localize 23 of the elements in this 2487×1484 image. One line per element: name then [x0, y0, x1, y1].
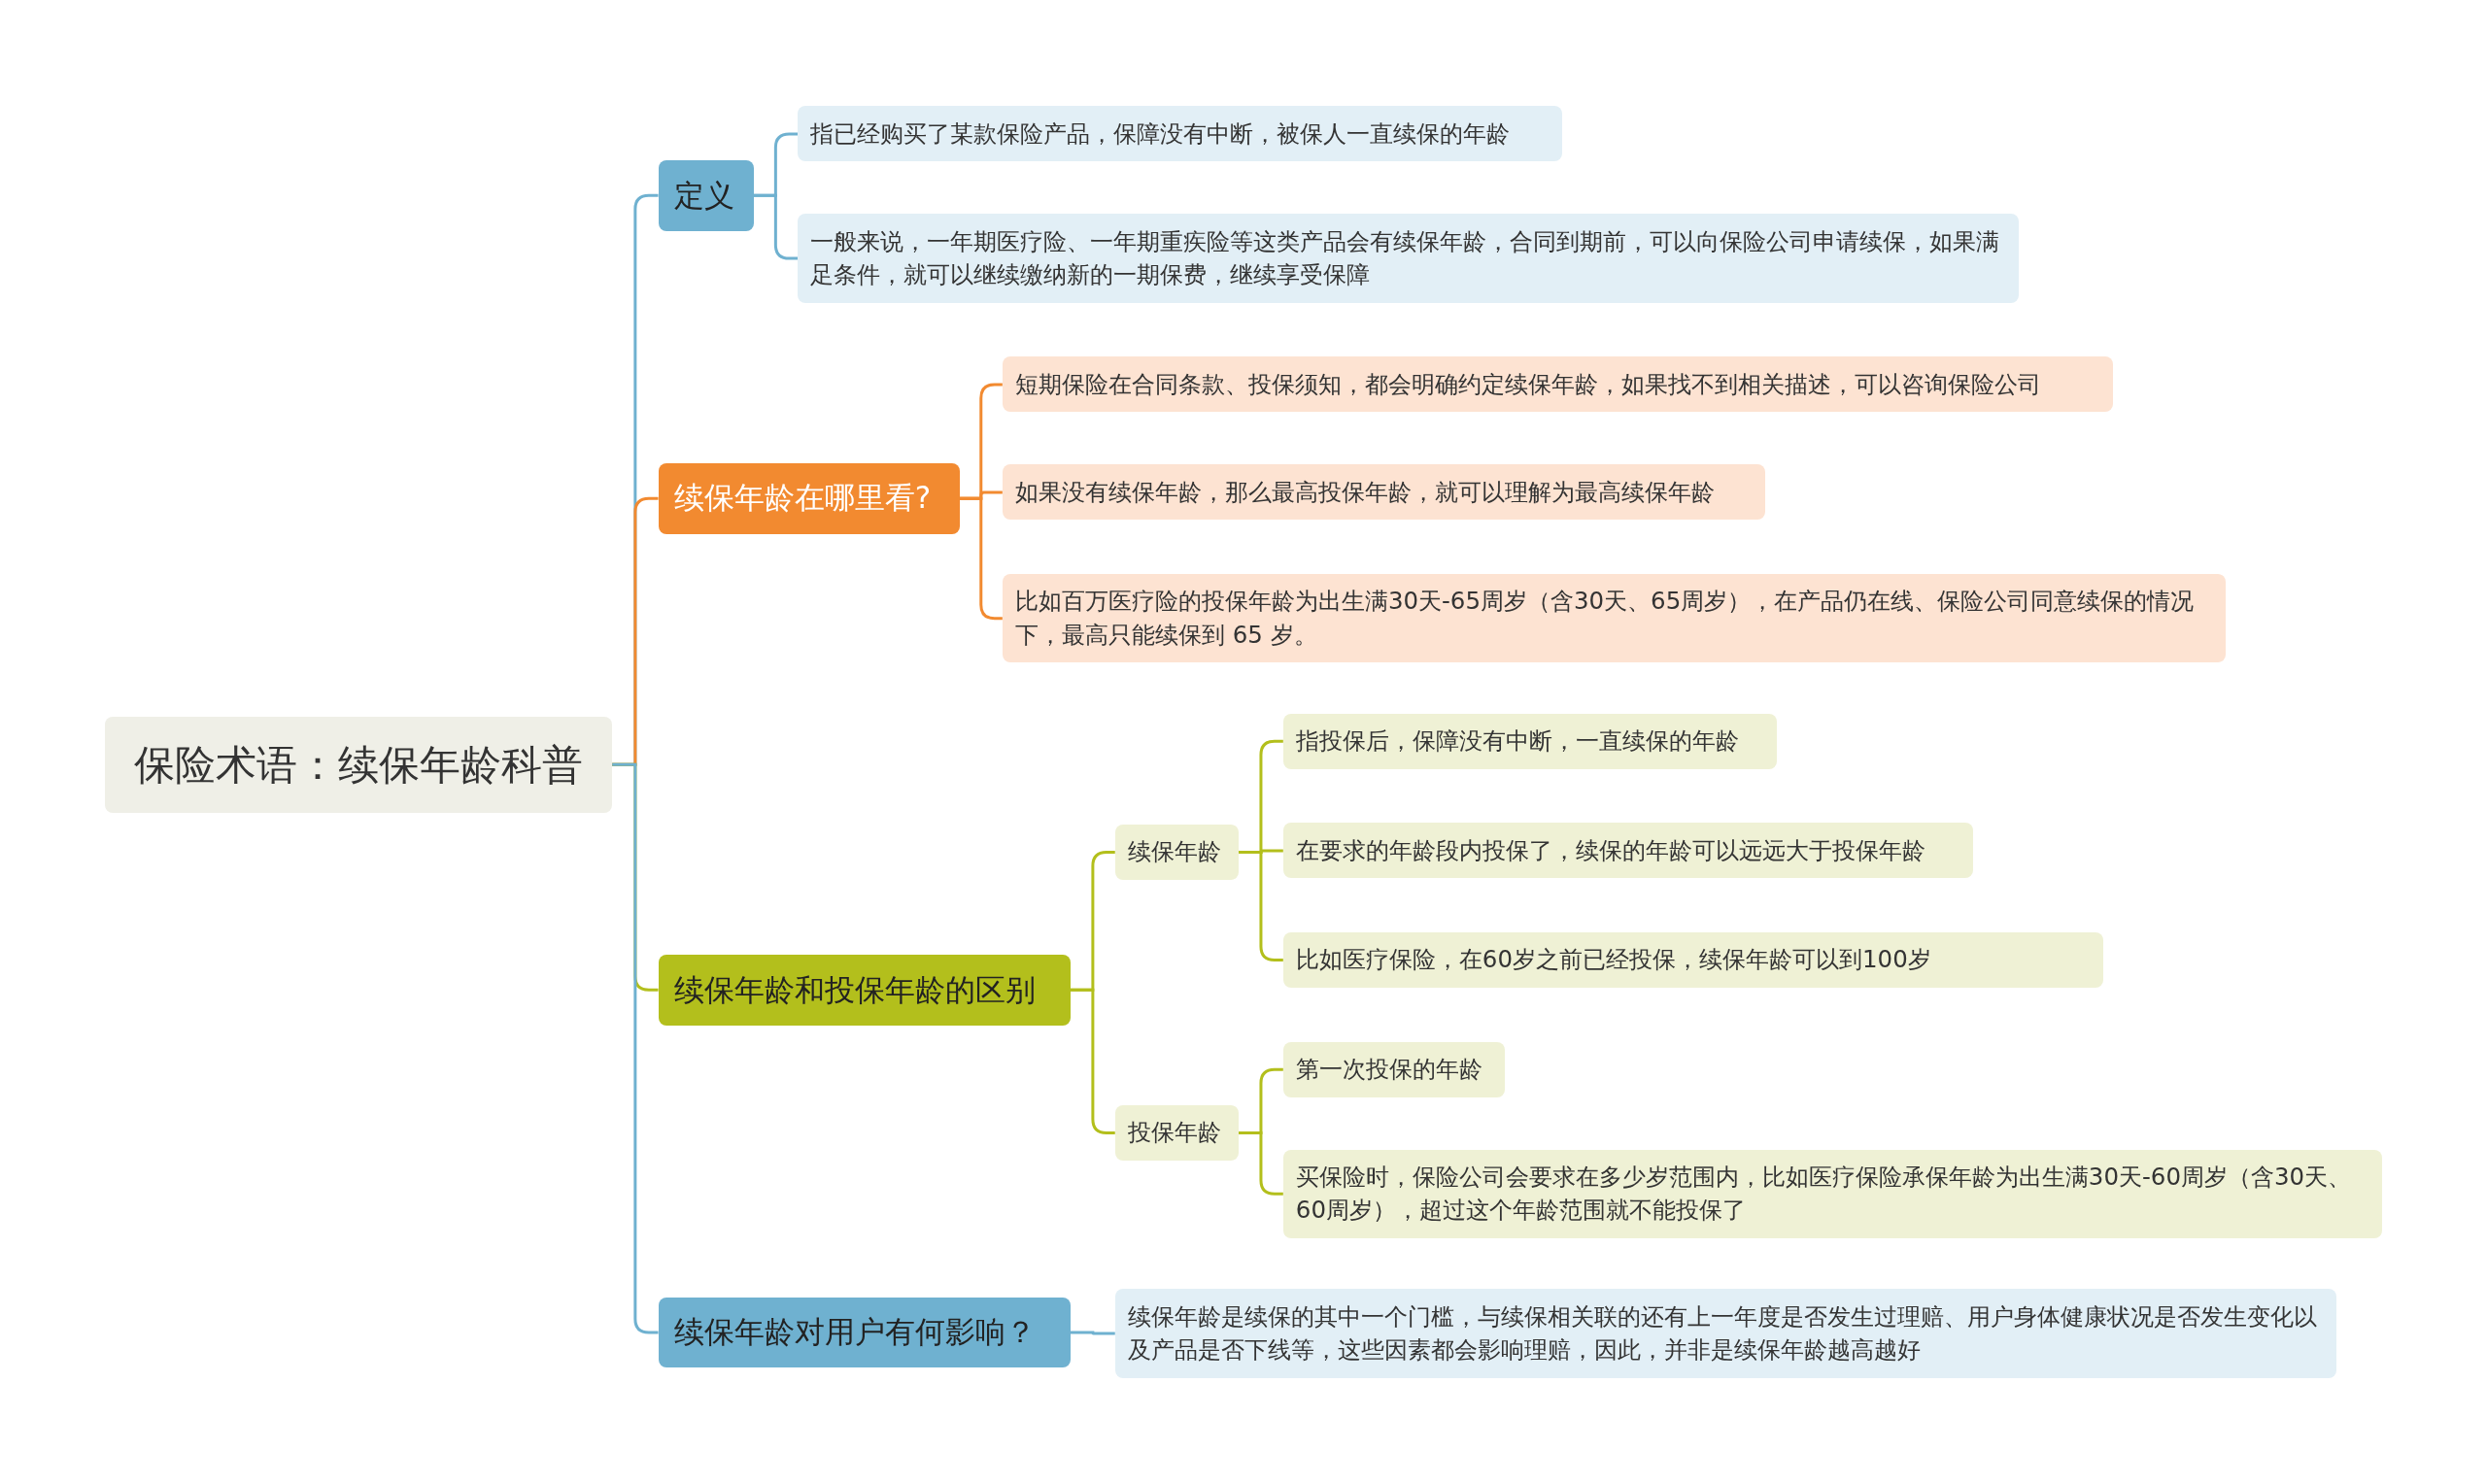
connector-line: [959, 496, 1003, 621]
connector-line: [753, 193, 799, 260]
detail-box: 短期保险在合同条款、投保须知，都会明确约定续保年龄，如果找不到相关描述，可以咨询保险公司: [1002, 356, 2113, 413]
connector-line: [612, 762, 659, 1334]
detail-box: 指投保后，保障没有中断，一直续保的年龄: [1282, 713, 1777, 769]
root-topic-box: 保险术语：续保年龄科普: [104, 716, 613, 813]
detail-box: 比如百万医疗险的投保年龄为出生满30天-65周岁（含30天、65周岁），在产品仍在线、保险公司同意续保的情况下，最高只能续保到 65 岁。: [1002, 574, 2226, 663]
detail-box: 如果没有续保年龄，那么最高投保年龄，就可以理解为最高续保年龄: [1002, 464, 1766, 521]
detail-box: 比如医疗保险，在60岁之前已经投保，续保年龄可以到100岁: [1282, 932, 2103, 989]
branch-topic-box: 定义: [658, 159, 754, 231]
detail-box: 一般来说，一年期医疗险、一年期重疾险等这类产品会有续保年龄，合同到期前，可以向保险公司申请续保，如果满足条件，就可以继续缴纳新的一期保费，继续享受保障: [798, 214, 2020, 303]
detail-box: 续保年龄: [1114, 824, 1240, 881]
branch-topic-box: 续保年龄在哪里看?: [658, 462, 960, 534]
connector-line: [1071, 988, 1115, 1134]
detail-box: 买保险时，保险公司会要求在多少岁范围内，比如医疗保险承保年龄为出生满30天-60周岁（含30天、60周岁），超过这个年龄范围就不能投保了: [1282, 1149, 2383, 1239]
branch-topic-box: 续保年龄和投保年龄的区别: [658, 954, 1072, 1026]
detail-box: 第一次投保的年龄: [1282, 1041, 1506, 1097]
detail-box: 续保年龄是续保的其中一个门槛，与续保相关联的还有上一年度是否发生过理赔、用户身体健康状况是否发生变化以及产品是否下线等，这些因素都会影响理赔，因此，并非是续保年龄越高越好: [1114, 1289, 2336, 1378]
detail-box: 投保年龄: [1114, 1104, 1240, 1162]
connector-line: [1071, 1331, 1115, 1335]
detail-box: 在要求的年龄段内投保了，续保的年龄可以远远大于投保年龄: [1282, 823, 1973, 879]
branch-topic-box: 续保年龄对用户有何影响？: [658, 1297, 1072, 1368]
detail-box: 指已经购买了某款保险产品，保障没有中断，被保人一直续保的年龄: [798, 106, 1563, 162]
